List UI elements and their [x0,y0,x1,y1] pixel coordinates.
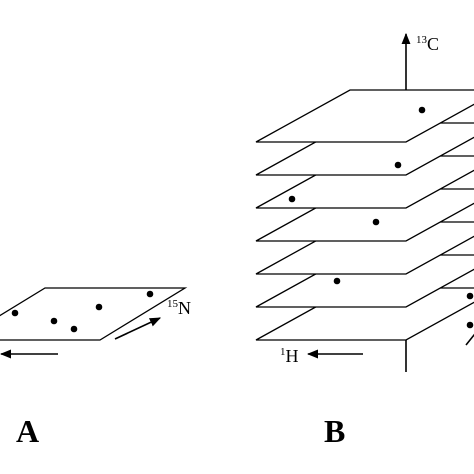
panel-b-plane [255,89,474,143]
panel-b-peak [466,292,474,300]
panel-a-peak [50,317,58,325]
panel-a-peak [95,303,103,311]
panel-b-15n-axis-arrow [465,333,474,346]
panel-b-peak [372,218,380,226]
panel-a-15n-axis-arrow [114,317,162,340]
panel-b-peak [466,321,474,329]
panel-b-peak [288,195,296,203]
panel-a-peak [70,325,78,333]
panel-b-label: B [324,413,345,449]
panel-a-peak [11,309,19,317]
panel-a-15n-label: 15N [167,298,191,318]
panel-a: 15N A [0,287,191,449]
panel-b-peak [333,277,341,285]
panel-a-label: A [16,413,39,449]
panel-b-13c-label: 13C [416,34,439,54]
panel-a-peak [146,290,154,298]
panel-b-plane-stack [255,89,474,341]
panel-a-plane [0,287,188,341]
panel-b-peak [394,161,402,169]
panel-b-peak [418,106,426,114]
panel-b-1h-label: 1H [280,346,299,366]
panel-b: 1H 13C B [255,32,474,449]
